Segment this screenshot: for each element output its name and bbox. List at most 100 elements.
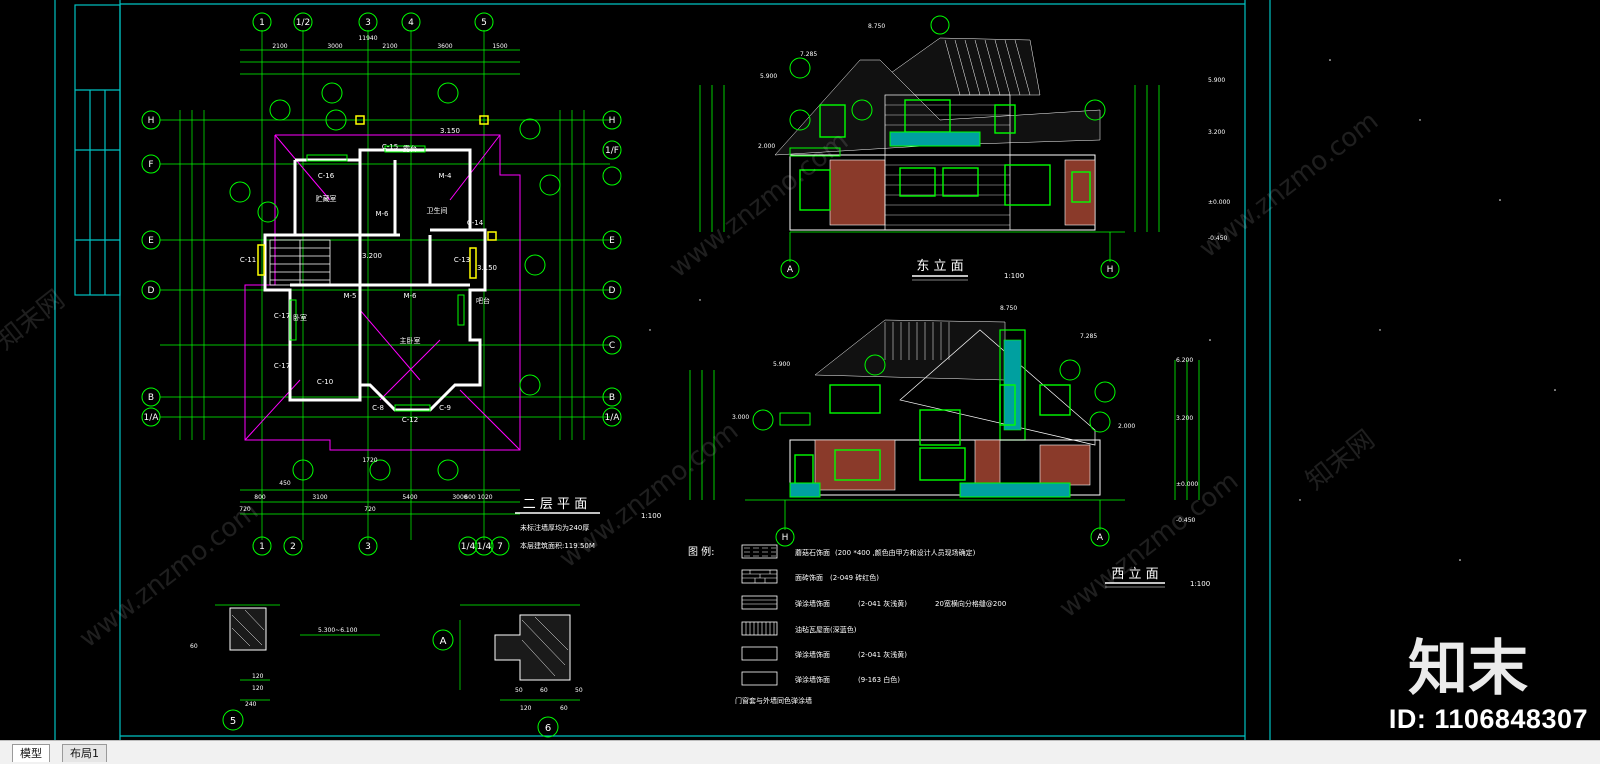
room-label: 卫生间 <box>427 206 448 215</box>
legend-item-name: 弹涂墙饰面 <box>795 650 830 659</box>
room-label: 卧室 <box>293 313 307 322</box>
component-label: C-11 <box>240 256 256 264</box>
east-elevation-title: 东 立 面 <box>916 259 963 274</box>
dim-text: 1500 <box>492 43 507 50</box>
dim-text: 2100 <box>272 43 287 50</box>
dim-text: 3600 <box>437 43 452 50</box>
detail-number: A <box>440 636 447 647</box>
level-label: 8.750 <box>1000 305 1017 312</box>
detail-number: 5 <box>230 716 236 727</box>
dim-text: 60 <box>190 643 198 650</box>
component-label: C-13 <box>454 256 470 264</box>
room-label: 吧台 <box>476 296 490 305</box>
axis-label: 1 <box>259 542 265 552</box>
dim-text: 2100 <box>382 43 397 50</box>
dim-text: 450 <box>279 480 291 487</box>
detail-number: 6 <box>545 723 551 734</box>
component-label: M-6 <box>403 292 417 300</box>
component-label: C-9 <box>439 404 451 412</box>
component-label: C-10 <box>317 378 333 386</box>
component-label: C-17 <box>274 362 290 370</box>
level-label: -0.450 <box>1176 517 1196 524</box>
axis-label: 1/4 <box>477 542 492 552</box>
level-label: 8.750 <box>868 23 885 30</box>
legend-item-desc: (2-041 灰浅黄) <box>858 650 907 659</box>
axis-label: B <box>609 393 615 403</box>
dim-text: 720 <box>364 506 376 513</box>
west-elevation-scale: 1:100 <box>1190 580 1210 588</box>
second-floor-plan: 1 1/2 3 4 5 1 2 3 1/4 1/4 7 H F E D B 1/… <box>141 12 661 556</box>
level-label: 3.150 <box>440 127 460 135</box>
drawing-frame <box>54 0 1271 740</box>
dim-text: 240 <box>245 701 257 708</box>
dim-text: 720 <box>239 506 251 513</box>
dim-text: 1720 <box>362 457 377 464</box>
plan-area: 本层建筑面积:119.50M <box>520 541 595 550</box>
legend-title: 图 例: <box>688 545 715 558</box>
plan-title: 二 层 平 面 <box>523 497 587 512</box>
room-label: 贮藏室 <box>316 194 337 203</box>
axis-label: 1/A <box>605 413 621 423</box>
level-label: 5.900 <box>773 361 790 368</box>
legend-item-desc: (200 *400 ,颜色由甲方和设计人员现场确定) <box>835 548 976 557</box>
level-label: 3.200 <box>1208 129 1225 136</box>
background-dots <box>649 59 1556 561</box>
legend-item-name: 弹涂墙饰面 <box>795 599 830 608</box>
dim-text: 50 <box>515 687 523 694</box>
axis-label: D <box>609 286 616 296</box>
axis-label: C <box>609 341 615 351</box>
level-label: -0.450 <box>1208 235 1228 242</box>
dim-text: 60 <box>540 687 548 694</box>
axis-label: A <box>1097 533 1104 543</box>
level-label: ±0.000 <box>1208 199 1230 206</box>
plan-scale: 1:100 <box>641 512 661 520</box>
axis-label: 1/F <box>605 146 619 156</box>
axis-label: 1/2 <box>296 18 310 28</box>
tab-layout1[interactable]: 布局1 <box>62 744 107 762</box>
room-label: 主卧室 <box>400 336 421 345</box>
component-label: M-4 <box>438 172 452 180</box>
legend-item-name: 弹涂墙饰面 <box>795 675 830 684</box>
layout-tab-bar: 模型 布局1 <box>0 740 1600 764</box>
level-label: 6.200 <box>1176 357 1193 364</box>
wall-details: 5 5.300~6.100 120 240 120 60 A 6 50 60 1… <box>190 604 583 738</box>
level-label: 3.150 <box>477 264 497 272</box>
dim-text: 600 <box>464 494 476 501</box>
axis-label: 3 <box>365 18 371 28</box>
axis-label: E <box>148 236 154 246</box>
axis-label: 3 <box>365 542 371 552</box>
cad-drawing-canvas[interactable]: 1 1/2 3 4 5 1 2 3 1/4 1/4 7 H F E D B 1/… <box>0 0 1600 740</box>
component-label: M-5 <box>343 292 356 300</box>
axis-label: H <box>609 116 616 126</box>
axis-label: 1/A <box>144 413 160 423</box>
component-label: C-17 <box>274 312 290 320</box>
legend-item-name: 蘑菇石饰面 <box>795 548 830 557</box>
east-elevation-scale: 1:100 <box>1004 272 1024 280</box>
legend-item-desc: (2-049 砖红色) <box>830 573 879 582</box>
asset-id: ID: 1106848307 <box>1388 704 1588 734</box>
axis-label: 1/4 <box>461 542 476 552</box>
axis-label: F <box>148 160 153 170</box>
level-label: 2.000 <box>1118 423 1135 430</box>
dim-text: 60 <box>560 705 568 712</box>
axis-label: 4 <box>408 18 414 28</box>
axis-label: A <box>787 265 794 275</box>
dim-text: 50 <box>575 687 583 694</box>
dim-text: 5400 <box>402 494 417 501</box>
axis-label: 7 <box>497 542 503 552</box>
component-label: C-15 <box>382 143 398 151</box>
legend-item-name: 面砖饰面 <box>795 573 823 582</box>
axis-label: H <box>782 533 789 543</box>
east-roof-hatch <box>944 39 1031 96</box>
legend-item-extra: 20宽横向分格缝@200 <box>935 599 1006 608</box>
east-elevation: A H 8.750 7.285 5.900 5.900 3.200 ±0.000… <box>699 15 1230 281</box>
west-elevation: H A 8.750 7.285 5.900 6.200 3.200 3.000 … <box>689 305 1210 588</box>
axis-label: 2 <box>290 542 296 552</box>
level-label: 5.900 <box>760 73 777 80</box>
dim-text: 1020 <box>477 494 492 501</box>
legend: 图 例: 蘑菇石饰面 (200 *400 ,颜色由甲方和设计人员现场确定) 面砖… <box>688 544 1006 705</box>
west-elevation-title: 西 立 面 <box>1111 567 1158 582</box>
axis-label: 5 <box>481 18 487 28</box>
legend-footnote: 门窗套与外墙同色弹涂墙 <box>735 696 812 705</box>
tab-model[interactable]: 模型 <box>12 744 50 762</box>
